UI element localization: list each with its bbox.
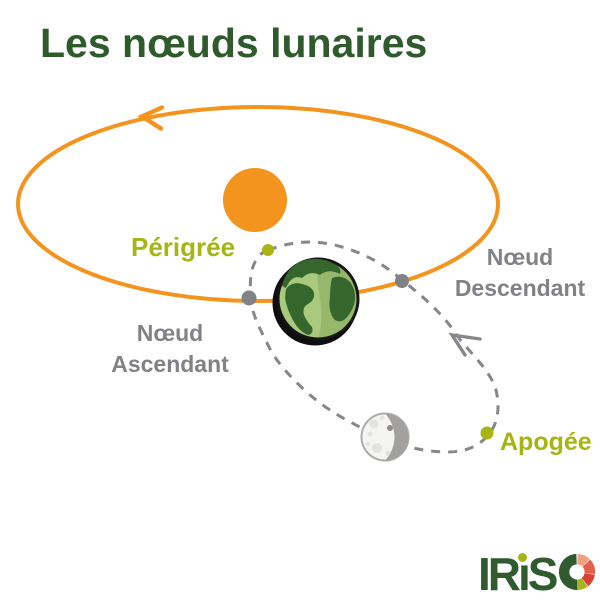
earth-orbit-direction-arrow-icon xyxy=(137,105,165,131)
descending-node-label: Nœud Descendant xyxy=(435,242,600,304)
descending-node-dot xyxy=(395,274,409,288)
ascending-node-dot xyxy=(241,290,257,306)
apogee-dot xyxy=(480,426,494,440)
apogee-label: Apogée xyxy=(500,428,592,456)
ascending-node-label: Nœud Ascendant xyxy=(85,318,255,380)
perigee-label: Périgrée xyxy=(131,232,236,262)
perigee-dot xyxy=(262,244,274,256)
moon-craters xyxy=(366,415,393,456)
page-title: Les nœuds lunaires xyxy=(40,20,428,66)
logo-o-segment-salmon xyxy=(577,553,591,567)
logo-text-s: S xyxy=(527,548,559,600)
brand-logo: IR ı S xyxy=(478,551,597,597)
ascending-node-line1: Nœud xyxy=(136,320,204,346)
moon-orbit-direction-arrow-icon xyxy=(448,332,482,357)
sun-icon xyxy=(223,168,287,232)
logo-o-segment-olive xyxy=(578,578,589,591)
logo-o-segment-coral xyxy=(583,559,596,575)
descending-node-line1: Nœud xyxy=(486,244,554,270)
ascending-node-line2: Ascendant xyxy=(111,351,229,377)
logo-letter-i: ı xyxy=(517,548,531,600)
earth-orbit-ellipse xyxy=(16,105,500,303)
earth-continents xyxy=(282,258,356,335)
logo-i-dot xyxy=(517,553,527,562)
moon-icon xyxy=(360,412,410,462)
logo-o-donut-icon xyxy=(559,553,596,591)
logo-o-segment-green xyxy=(559,553,579,591)
descending-node-line2: Descendant xyxy=(454,275,586,301)
earth-icon xyxy=(272,257,360,346)
logo-text-ir: IR xyxy=(478,548,521,600)
logo-dotless-i: ı xyxy=(518,548,531,600)
logo-o-segment-red xyxy=(582,573,596,587)
moon-shadow xyxy=(385,413,409,461)
